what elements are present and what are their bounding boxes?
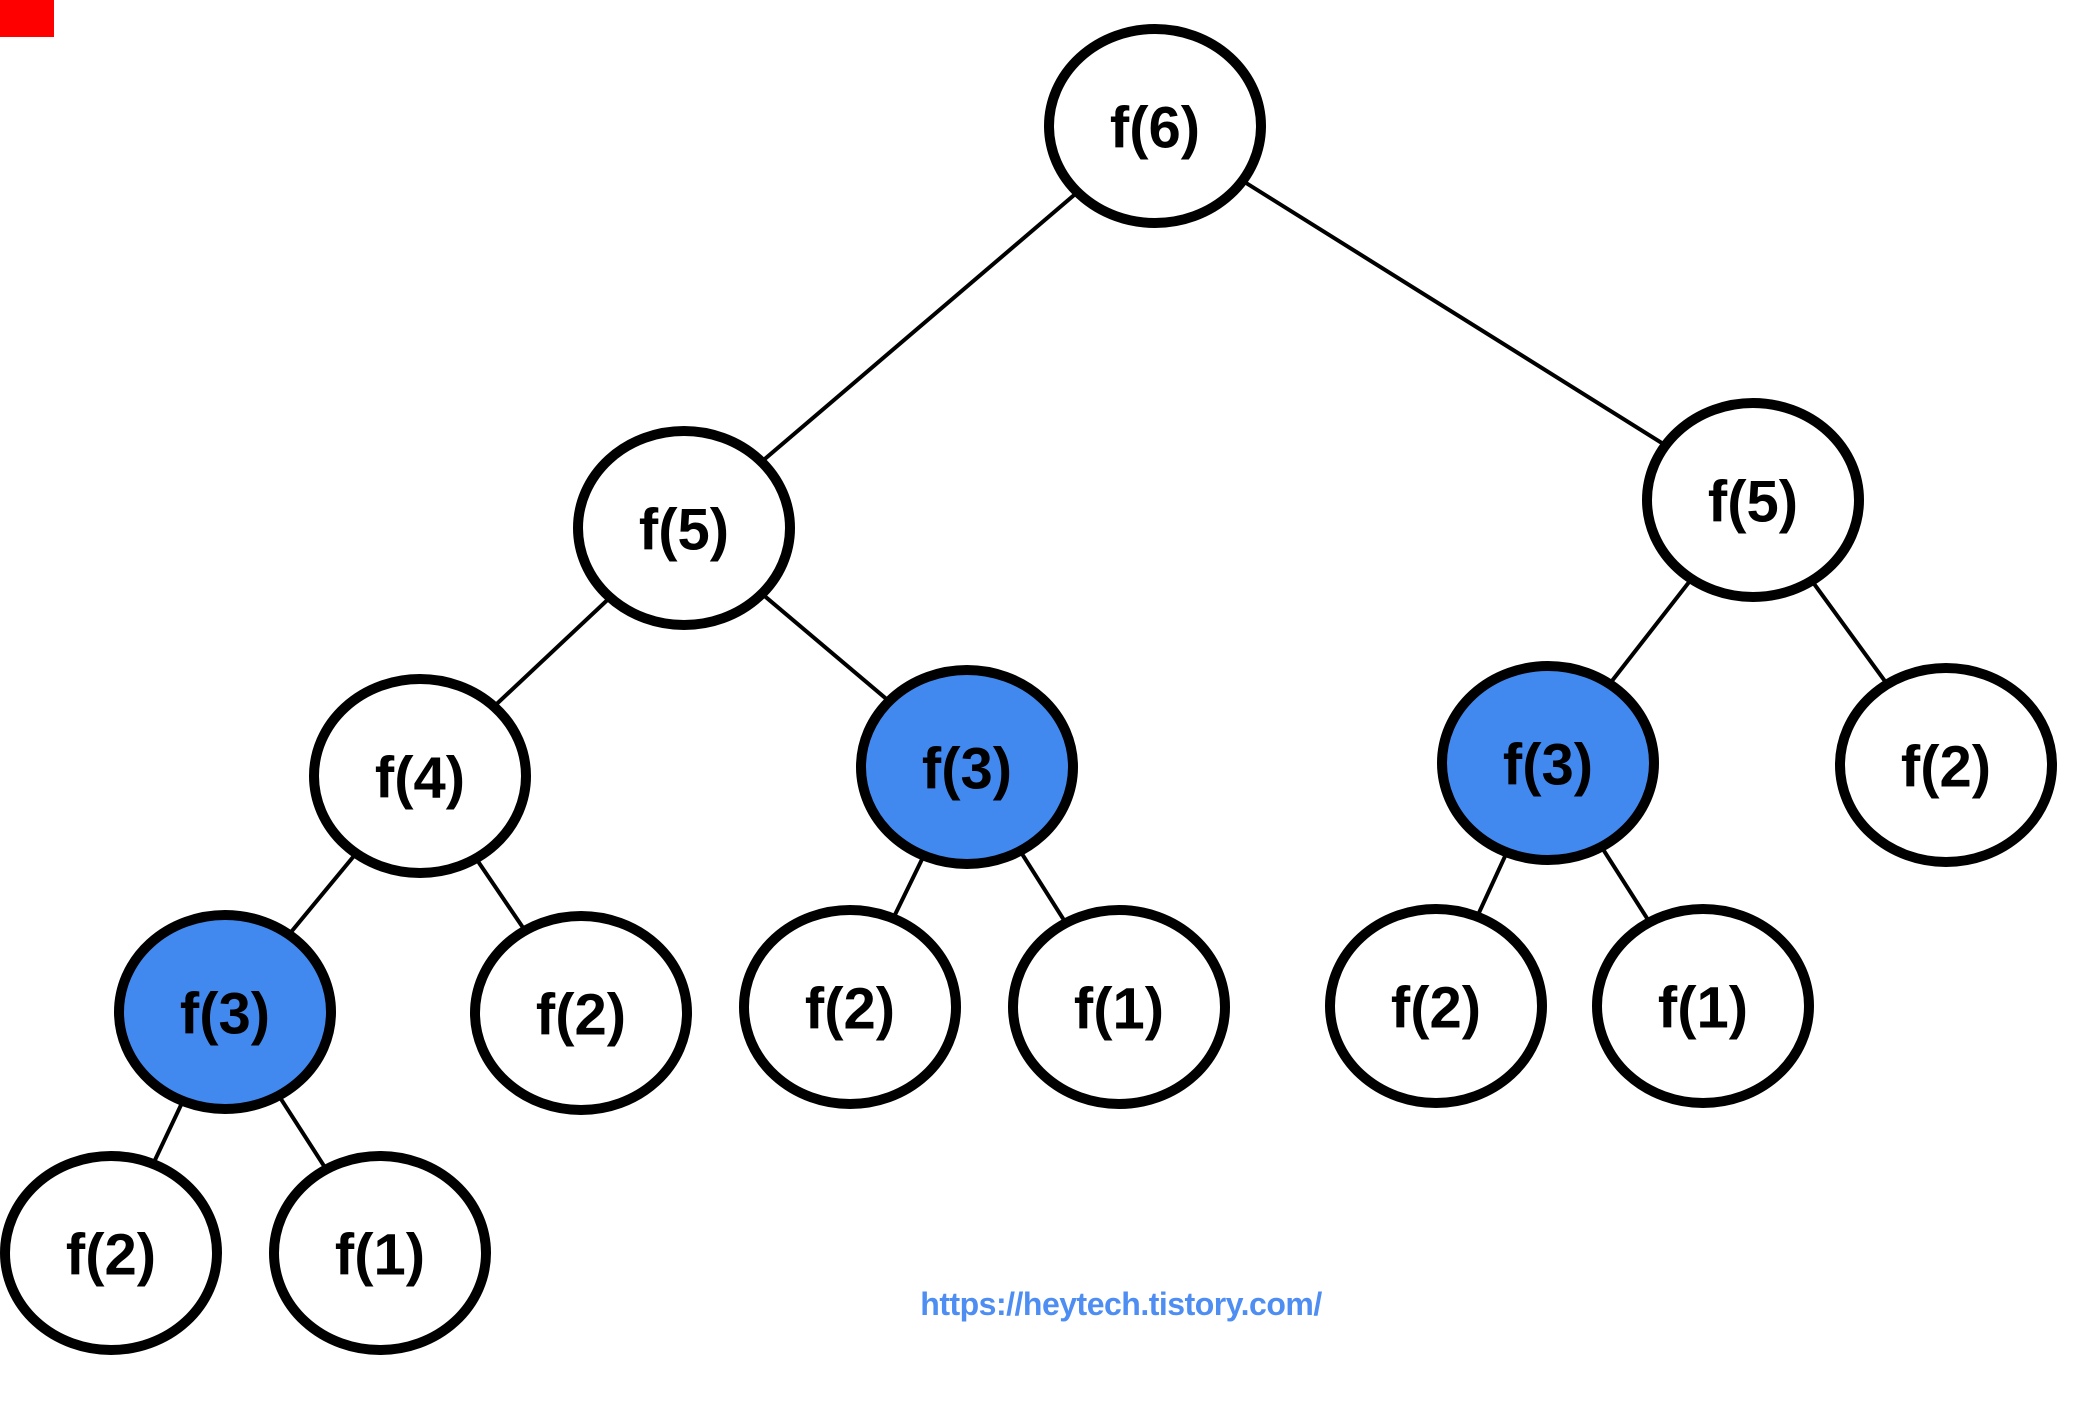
tree-node-f4: f(4) <box>309 674 531 878</box>
tree-node-f2-rightmost: f(2) <box>1835 663 2057 867</box>
tree-node-label: f(1) <box>1658 976 1748 1041</box>
tree-node-label: f(3) <box>180 982 270 1047</box>
tree-node-f2-bottom-left: f(2) <box>0 1151 222 1355</box>
tree-node-label: f(3) <box>922 737 1012 802</box>
tree-node-circle <box>856 665 1078 869</box>
tree-node-f2-under-f4: f(2) <box>470 911 692 1115</box>
tree-node-f1-right: f(1) <box>1592 904 1814 1108</box>
tree-node-circle <box>470 911 692 1115</box>
tree-node-circle <box>269 1151 491 1355</box>
tree-node-label: f(2) <box>66 1223 156 1288</box>
tree-node-circle <box>0 1151 222 1355</box>
tree-node-f1-bottom-left: f(1) <box>269 1151 491 1355</box>
tree-node-f2-right: f(2) <box>1325 904 1547 1108</box>
tree-node-circle <box>739 905 961 1109</box>
tree-node-f3-mid: f(3) <box>856 665 1078 869</box>
tree-node-circle <box>1835 663 2057 867</box>
tree-node-f5-left: f(5) <box>573 426 795 630</box>
corner-marker <box>0 0 54 37</box>
watermark-url: https://heytech.tistory.com/ <box>920 1286 1322 1322</box>
tree-node-label: f(5) <box>1708 470 1798 535</box>
tree-node-circle <box>573 426 795 630</box>
tree-node-circle <box>1642 398 1864 602</box>
tree-node-label: f(6) <box>1110 96 1200 161</box>
tree-node-label: f(4) <box>375 746 465 811</box>
tree-node-label: f(2) <box>536 983 626 1048</box>
tree-node-circle <box>114 910 336 1114</box>
tree-node-circle <box>1592 904 1814 1108</box>
tree-node-circle <box>1044 24 1266 228</box>
tree-node-label: f(1) <box>335 1223 425 1288</box>
tree-nodes: f(6) f(5) f(5) f(4) f(3) f(3) f(2) f(3) f(2) f(2)… <box>0 24 2057 1355</box>
tree-edge-f6-f5-right <box>1153 124 1755 502</box>
tree-node-label: f(2) <box>1391 976 1481 1041</box>
tree-node-label: f(3) <box>1503 733 1593 798</box>
tree-node-f1-mid: f(1) <box>1008 905 1230 1109</box>
tree-node-f3-left: f(3) <box>114 910 336 1114</box>
tree-node-label: f(5) <box>639 498 729 563</box>
tree-node-label: f(2) <box>1901 735 1991 800</box>
tree-node-circle <box>1008 905 1230 1109</box>
tree-node-circle <box>1437 661 1659 865</box>
tree-node-f6: f(6) <box>1044 24 1266 228</box>
tree-node-label: f(1) <box>1074 977 1164 1042</box>
tree-node-label: f(2) <box>805 977 895 1042</box>
tree-node-f2-mid: f(2) <box>739 905 961 1109</box>
tree-node-f3-right: f(3) <box>1437 661 1659 865</box>
tree-node-f5-right: f(5) <box>1642 398 1864 602</box>
tree-node-circle <box>309 674 531 878</box>
tree-node-circle <box>1325 904 1547 1108</box>
